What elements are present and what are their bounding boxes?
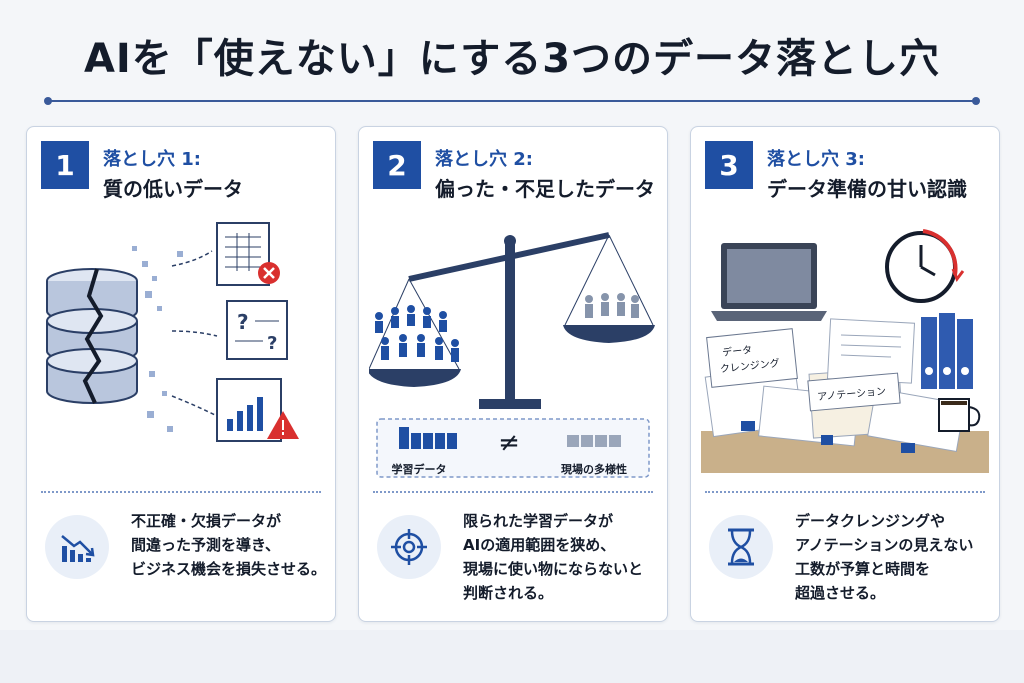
diversity-blocks — [567, 435, 621, 447]
imbalanced-scale-illustration: 学習データ ≠ 現場の多様性 — [369, 232, 655, 478]
hourglass-icon — [709, 515, 773, 579]
card-divider — [705, 491, 985, 493]
card-pitfall-3: 3 落とし穴 3: データ準備の甘い認識 — [690, 126, 1000, 622]
declining-chart-icon — [45, 515, 109, 579]
card-number: 3 — [705, 141, 753, 189]
coffee-mug-icon — [938, 398, 981, 432]
question-doc: ? ? — [226, 300, 288, 360]
card-subtitle: 落とし穴 2: — [435, 149, 533, 170]
note-annotation: アノテーション — [807, 372, 901, 412]
small-group-people-icon — [585, 293, 639, 318]
card-pitfall-2: 2 落とし穴 2: 偏った・不足したデータ — [358, 126, 668, 622]
svg-text:?: ? — [237, 310, 249, 334]
legend-right-label: 現場の多様性 — [561, 462, 627, 476]
balance-scale-icon — [369, 232, 655, 409]
card-heading: 質の低いデータ — [103, 177, 243, 201]
card-heading: データ準備の甘い認識 — [767, 177, 967, 201]
note-data-label: データ — [722, 343, 753, 359]
title-divider — [44, 97, 980, 105]
messy-desk-illustration: データ クレンジング アノテーション — [701, 229, 989, 473]
target-crosshair-icon — [377, 515, 441, 579]
card-description: データクレンジングや アノテーションの見えない 工数が予算と時間を 超過させる。 — [795, 512, 974, 602]
binders-icon — [921, 313, 973, 389]
training-data-blocks — [399, 427, 457, 449]
card-description: 不正確・欠損データが 間違った予測を導き、 ビジネス機会を損失させる。 — [131, 512, 327, 578]
page-title: AIを「使えない」にする3つのデータ落とし穴 — [83, 36, 941, 82]
card-subtitle: 落とし穴 1: — [103, 149, 201, 170]
clock-icon — [885, 229, 965, 303]
card-number: 2 — [373, 141, 421, 189]
cracked-database-illustration: ? ? — [46, 222, 299, 442]
card-pitfall-1: 1 落とし穴 1: 質の低いデータ — [26, 126, 336, 622]
data-fragments — [132, 246, 183, 432]
note-cleansing: データ クレンジング — [706, 328, 798, 388]
not-equal-symbol: ≠ — [498, 428, 520, 458]
card-divider — [41, 491, 321, 493]
database-icon — [46, 268, 138, 404]
card-description: 限られた学習データが AIの適用範囲を狭め、 現場に使い物にならないと 判断され… — [463, 512, 644, 602]
svg-text:?: ? — [267, 333, 277, 354]
large-group-people-icon — [375, 305, 459, 362]
card-number: 1 — [41, 141, 89, 189]
bottom-shadow-band — [0, 630, 1024, 683]
chart-warning-doc — [216, 378, 299, 442]
legend-left-label: 学習データ — [392, 462, 447, 476]
spreadsheet-error-doc — [216, 222, 280, 286]
card-subtitle: 落とし穴 3: — [767, 149, 865, 170]
card-divider — [373, 491, 653, 493]
card-heading: 偏った・不足したデータ — [435, 177, 655, 201]
laptop-icon — [711, 243, 827, 321]
